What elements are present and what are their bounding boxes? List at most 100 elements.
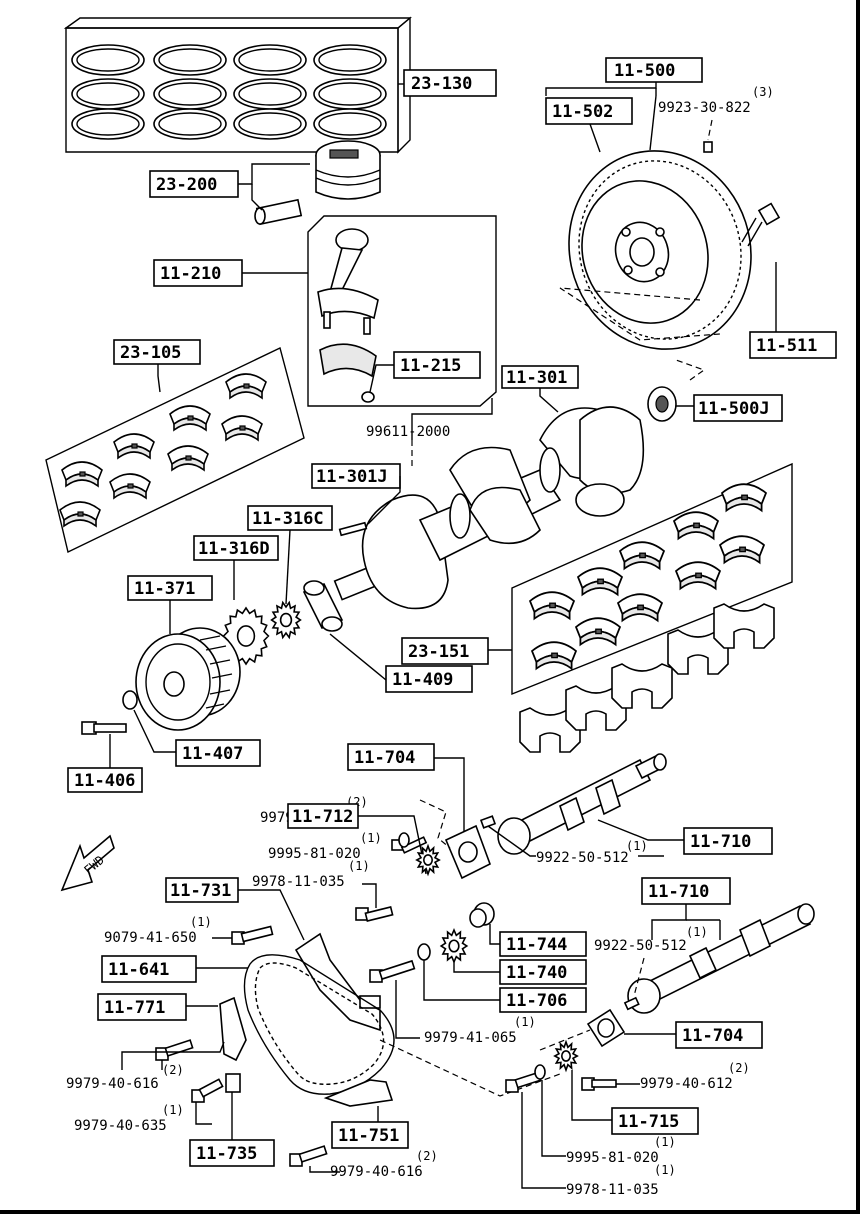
qty-9978-11-035-upper: (1) <box>348 859 370 873</box>
label-box-23-151[interactable] <box>401 637 489 665</box>
label-box-11-500J[interactable] <box>693 394 783 422</box>
label-11-502: 11-502 <box>552 102 613 122</box>
piston-ring-set <box>63 16 412 154</box>
qty-9978-11-035-lower: (1) <box>654 1163 676 1177</box>
label-box-11-740[interactable] <box>499 959 587 985</box>
bolt-9979-40-616-mid <box>155 1039 194 1061</box>
label-box-11-406[interactable] <box>67 767 143 793</box>
label-box-23-200[interactable] <box>149 170 239 198</box>
crank-pulley <box>135 627 241 731</box>
label-11-731: 11-731 <box>170 881 231 901</box>
part-9979-40-616-lower: 9979-40-616 <box>330 1164 423 1180</box>
qty-9923-30-822: (3) <box>752 85 774 99</box>
part-9922-50-512-lower: 9922-50-512 <box>594 938 687 954</box>
idler-11-744 <box>469 902 495 928</box>
main-bearing-caps <box>519 603 775 753</box>
label-11-406: 11-406 <box>74 771 135 791</box>
cam-sprocket-11-715 <box>553 1039 579 1073</box>
crank-bolt <box>81 721 127 735</box>
label-11-371: 11-371 <box>134 579 195 599</box>
label-box-11-704-upper[interactable] <box>347 743 435 771</box>
label-box-11-704-lower[interactable] <box>675 1021 763 1049</box>
piston <box>315 140 381 200</box>
washer-upper <box>398 832 410 848</box>
label-box-11-409[interactable] <box>385 665 473 693</box>
label-box-11-751[interactable] <box>331 1121 409 1149</box>
qty-9979-40-612: (2) <box>728 1061 750 1075</box>
label-23-130: 23-130 <box>411 74 472 94</box>
label-11-706: 11-706 <box>506 991 567 1011</box>
label-box-11-210[interactable] <box>153 259 243 287</box>
label-box-11-641[interactable] <box>101 955 197 983</box>
label-box-23-130[interactable] <box>403 69 497 97</box>
label-11-710-upper: 11-710 <box>690 832 751 852</box>
crank-key <box>338 521 368 537</box>
label-box-11-511[interactable] <box>749 331 837 359</box>
label-box-11-735[interactable] <box>189 1139 275 1167</box>
label-box-11-316D[interactable] <box>193 535 279 561</box>
pilot-bearing <box>647 386 677 422</box>
qty-9979-40-616-mid: (2) <box>162 1063 184 1077</box>
washer-lower <box>534 1064 546 1080</box>
label-11-704-lower: 11-704 <box>682 1026 743 1046</box>
part-9979-40-616-mid: 9979-40-616 <box>66 1076 159 1092</box>
label-11-511: 11-511 <box>756 336 817 356</box>
qty-9979-41-065: (1) <box>514 1015 536 1029</box>
label-11-715: 11-715 <box>618 1112 679 1132</box>
part-9923-30-822: 9923-30-822 <box>658 100 751 116</box>
qty-9995-81-020-lower: (1) <box>654 1135 676 1149</box>
part-9979-40-635: 9979-40-635 <box>74 1118 167 1134</box>
bolt-9979-40-635 <box>191 1078 224 1103</box>
crank-sprocket-11-316C <box>270 600 302 640</box>
qty-9922-50-512-upper: (1) <box>626 839 648 853</box>
flywheel-bolt <box>741 202 781 247</box>
seal-plate-upper <box>444 824 491 880</box>
label-11-407: 11-407 <box>182 744 243 764</box>
label-11-301J: 11-301J <box>316 467 388 487</box>
bolt-9979-41-065 <box>369 959 416 983</box>
washer-11-407 <box>122 690 138 710</box>
label-box-23-105[interactable] <box>113 339 201 365</box>
label-11-744: 11-744 <box>506 935 567 955</box>
label-box-11-771[interactable] <box>97 993 187 1021</box>
label-box-11-502[interactable] <box>545 97 633 125</box>
chain-guide <box>294 932 381 1032</box>
camshaft-upper <box>497 753 667 855</box>
label-box-11-744[interactable] <box>499 931 587 957</box>
label-box-11-500[interactable] <box>605 57 703 83</box>
label-box-11-710-upper[interactable] <box>683 827 773 855</box>
label-box-11-407[interactable] <box>175 739 261 767</box>
washer-11-706 <box>417 943 431 961</box>
label-box-11-316C[interactable] <box>247 505 333 531</box>
main-bearing-shells <box>528 483 768 671</box>
cam-pin-lower <box>623 996 640 1011</box>
label-11-210: 11-210 <box>160 264 221 284</box>
camshaft-lower <box>627 903 815 1014</box>
label-11-712: 11-712 <box>292 807 353 827</box>
label-box-11-301J[interactable] <box>311 463 401 489</box>
connecting-rod <box>317 228 379 403</box>
part-9978-11-035-upper: 9978-11-035 <box>252 874 345 890</box>
label-11-740: 11-740 <box>506 963 567 983</box>
label-box-11-706[interactable] <box>499 987 587 1013</box>
label-11-710-lower: 11-710 <box>648 882 709 902</box>
label-11-704-upper: 11-704 <box>354 748 415 768</box>
bolt-9979-40-616-lower <box>289 1145 328 1167</box>
part-9922-50-512-upper: 9922-50-512 <box>536 850 629 866</box>
crank-spacer <box>302 580 344 632</box>
bolt-9979-40-612 <box>581 1077 617 1091</box>
part-9979-41-065: 9979-41-065 <box>424 1030 517 1046</box>
bolt-sprocket-upper <box>355 906 394 922</box>
sprocket-11-740 <box>439 927 469 965</box>
label-11-409: 11-409 <box>392 670 453 690</box>
part-9979-40-612: 9979-40-612 <box>640 1076 733 1092</box>
part-9978-11-035-lower: 9978-11-035 <box>566 1182 659 1198</box>
label-11-500: 11-500 <box>614 61 675 81</box>
label-box-11-731[interactable] <box>165 877 239 903</box>
label-23-200: 23-200 <box>156 175 217 195</box>
label-box-11-715[interactable] <box>611 1107 699 1135</box>
label-11-316C: 11-316C <box>252 509 324 529</box>
qty-9979-40-635: (1) <box>162 1103 184 1117</box>
qty-9995-81-020-upper: (1) <box>360 831 382 845</box>
